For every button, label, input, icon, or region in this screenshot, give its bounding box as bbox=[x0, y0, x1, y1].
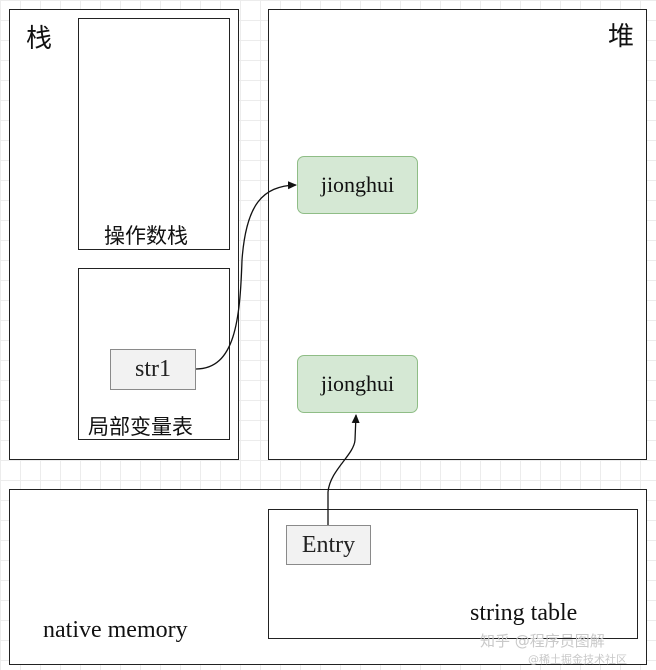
heap-title: 堆 bbox=[608, 22, 635, 52]
heap-string-object-bottom: jionghui bbox=[297, 355, 418, 413]
native-memory-label: native memory bbox=[43, 617, 188, 643]
entry-box: Entry bbox=[286, 525, 371, 565]
str1-variable: str1 bbox=[110, 349, 196, 390]
stack-title: 栈 bbox=[26, 24, 53, 54]
local-variable-table-label: 局部变量表 bbox=[88, 415, 193, 439]
watermark-line-1: 知乎 @程序员图解 bbox=[480, 632, 605, 650]
heap-string-object-top: jionghui bbox=[297, 156, 418, 214]
watermark-line-2: @稀土掘金技术社区 bbox=[528, 653, 627, 666]
operand-stack-box bbox=[78, 18, 230, 250]
string-table-label: string table bbox=[470, 600, 578, 626]
operand-stack-label: 操作数栈 bbox=[104, 224, 188, 248]
